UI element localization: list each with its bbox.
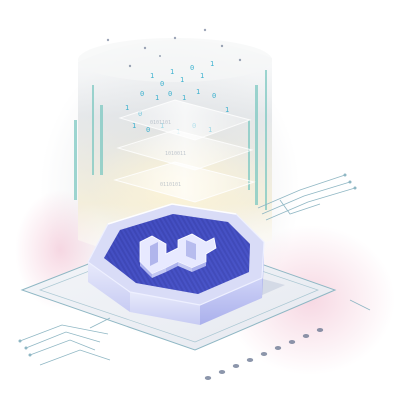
beam-top <box>78 38 272 82</box>
board-dots <box>204 328 324 380</box>
floating-particles <box>106 28 242 68</box>
svg-text:1: 1 <box>150 72 154 80</box>
chip-side-left <box>88 262 130 312</box>
svg-text:0: 0 <box>146 126 150 134</box>
chip-side-front <box>130 292 200 325</box>
light-bars <box>74 70 267 210</box>
svg-text:0: 0 <box>160 80 164 88</box>
data-plates: 0101101 1010011 0110101 <box>113 99 256 203</box>
svg-text:0: 0 <box>168 90 172 98</box>
circuit-pads <box>18 173 357 357</box>
svg-text:1: 1 <box>200 72 204 80</box>
svg-text:0: 0 <box>190 64 194 72</box>
svg-text:0: 0 <box>140 90 144 98</box>
data-plate-3 <box>113 161 256 203</box>
data-plate-2 <box>116 129 254 171</box>
svg-text:1: 1 <box>210 60 214 68</box>
svg-text:0101101: 0101101 <box>150 120 171 126</box>
chip-highlight <box>107 203 237 225</box>
chip-side-right-front <box>200 278 262 325</box>
circuit-traces <box>19 174 371 366</box>
svg-text:1: 1 <box>170 68 174 76</box>
svg-text:1010011: 1010011 <box>165 151 186 157</box>
svg-text:1: 1 <box>182 94 186 102</box>
svg-text:0110101: 0110101 <box>160 182 181 188</box>
svg-text:1: 1 <box>196 88 200 96</box>
svg-text:1: 1 <box>132 122 136 130</box>
svg-text:1: 1 <box>180 76 184 84</box>
svg-text:1: 1 <box>155 94 159 102</box>
svg-text:1: 1 <box>125 104 129 112</box>
svg-text:1: 1 <box>225 106 229 114</box>
svg-text:0: 0 <box>212 92 216 100</box>
chip-logo-icon <box>139 233 217 278</box>
